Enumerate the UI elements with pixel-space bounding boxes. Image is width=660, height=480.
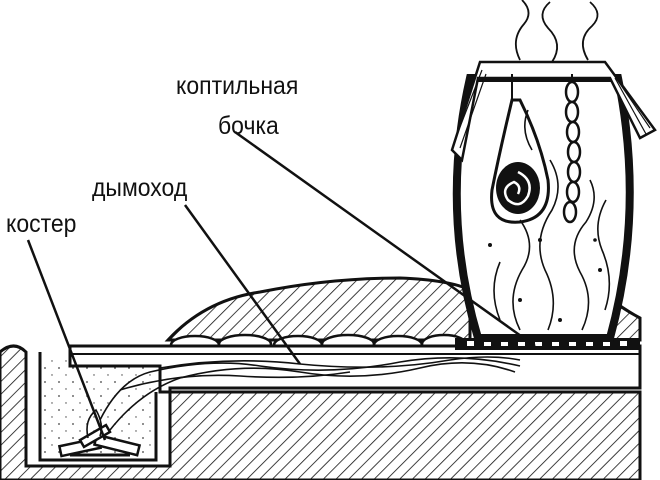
earth-mound [164,276,472,342]
smoke-flow [99,356,521,431]
sausages [562,80,582,224]
barrel-cover-cloth [450,60,657,163]
label-smoking-barrel-line2: бочка [218,112,279,140]
campfire [57,408,142,458]
label-chimney: дымоход [92,174,188,202]
label-fire: костер [6,210,77,238]
rising-smoke [514,0,599,63]
barrel-smoke [493,109,611,331]
leader-lines [26,130,536,441]
ground-hatched [0,344,642,480]
label-smoking-barrel-line1: коптильная [176,72,299,100]
